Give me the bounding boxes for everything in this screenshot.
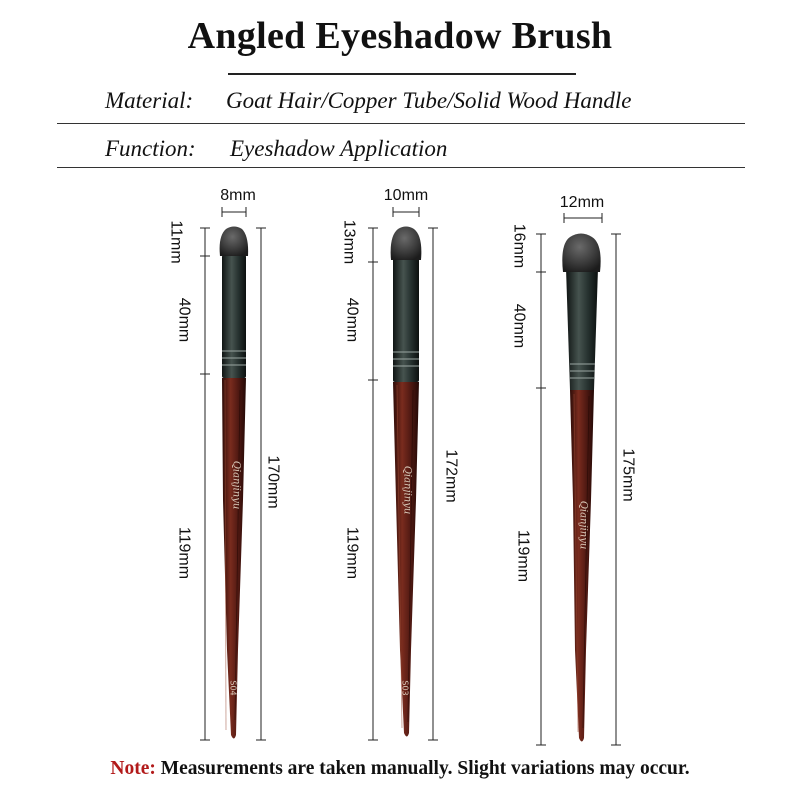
brush-2-handle-length: 119mm [344, 527, 361, 579]
spec-divider-1 [57, 123, 745, 124]
brush-1-bristles [219, 226, 249, 256]
brush-2-width-dimension [392, 207, 420, 217]
brush-3-ferrule [566, 268, 598, 390]
spec-function: Function: Eyeshadow Application [105, 136, 447, 162]
brush-3-handle-length: 119mm [515, 530, 532, 582]
brush-2-width-label: 10mm [384, 187, 428, 204]
brush-1-left-dimension [200, 227, 210, 741]
brush-1-handle-length: 119mm [176, 527, 193, 579]
brush-2-ferrule-rings [393, 351, 419, 367]
brush-2-bristles [390, 226, 422, 260]
spec-material: Material: Goat Hair/Copper Tube/Solid Woo… [105, 88, 632, 114]
brush-2-handle [393, 382, 419, 737]
brush-2: 10mm 13mm 40mm 119mm 172mm [341, 187, 460, 741]
brush-2-code: S03 [401, 680, 410, 695]
brush-3-bristles [562, 233, 601, 272]
brush-1-code: S04 [229, 680, 238, 695]
spec-material-label: Material: [105, 88, 194, 113]
note-label: Note: [110, 758, 156, 779]
brush-1-head-length: 11mm [168, 220, 185, 263]
spec-function-value: Eyeshadow Application [230, 136, 448, 161]
brush-2-left-dimension [368, 227, 378, 741]
brush-3-logo: Qianjinyu [578, 501, 589, 550]
spec-function-label: Function: [105, 136, 196, 161]
note: Note: Measurements are taken manually. S… [0, 758, 800, 780]
spec-material-value: Goat Hair/Copper Tube/Solid Wood Handle [226, 88, 632, 113]
brush-3-width-label: 12mm [560, 194, 604, 211]
brush-3-ferrule-length: 40mm [511, 304, 528, 348]
spec-divider-2 [57, 167, 745, 168]
page-title: Angled Eyeshadow Brush [187, 15, 613, 57]
brush-1-width-dimension [221, 207, 247, 217]
brush-3-handle [570, 390, 594, 742]
brush-3-left-dimension [536, 233, 546, 746]
brush-1-width-label: 8mm [220, 187, 256, 204]
brush-1-ferrule [222, 255, 246, 378]
brush-1-logo: Qianjinyu [231, 461, 242, 510]
brush-3-head-length: 16mm [511, 224, 528, 268]
brush-1-total-dimension [256, 227, 266, 741]
brush-2-total-length: 172mm [443, 449, 460, 502]
brush-3: 12mm 16mm 40mm 119mm 175mm [511, 194, 637, 746]
title-underline [228, 73, 576, 75]
brush-3-total-dimension [611, 233, 621, 746]
brush-2-logo: Qianjinyu [402, 466, 413, 515]
brush-1-ferrule-length: 40mm [176, 298, 193, 342]
brush-3-width-dimension [563, 213, 603, 223]
brush-1-handle [222, 378, 246, 739]
brush-1: 8mm 11mm 40mm 119mm 170mm [168, 187, 282, 741]
note-text: Measurements are taken manually. Slight … [155, 758, 690, 779]
brush-3-total-length: 175mm [620, 448, 637, 501]
brush-2-total-dimension [428, 227, 438, 741]
brush-2-ferrule-length: 40mm [344, 298, 361, 342]
brush-2-ferrule [393, 258, 419, 382]
brush-3-ferrule-rings [570, 363, 595, 379]
brush-1-total-length: 170mm [265, 455, 282, 508]
brush-1-ferrule-rings [222, 350, 246, 366]
brush-2-head-length: 13mm [341, 220, 358, 264]
